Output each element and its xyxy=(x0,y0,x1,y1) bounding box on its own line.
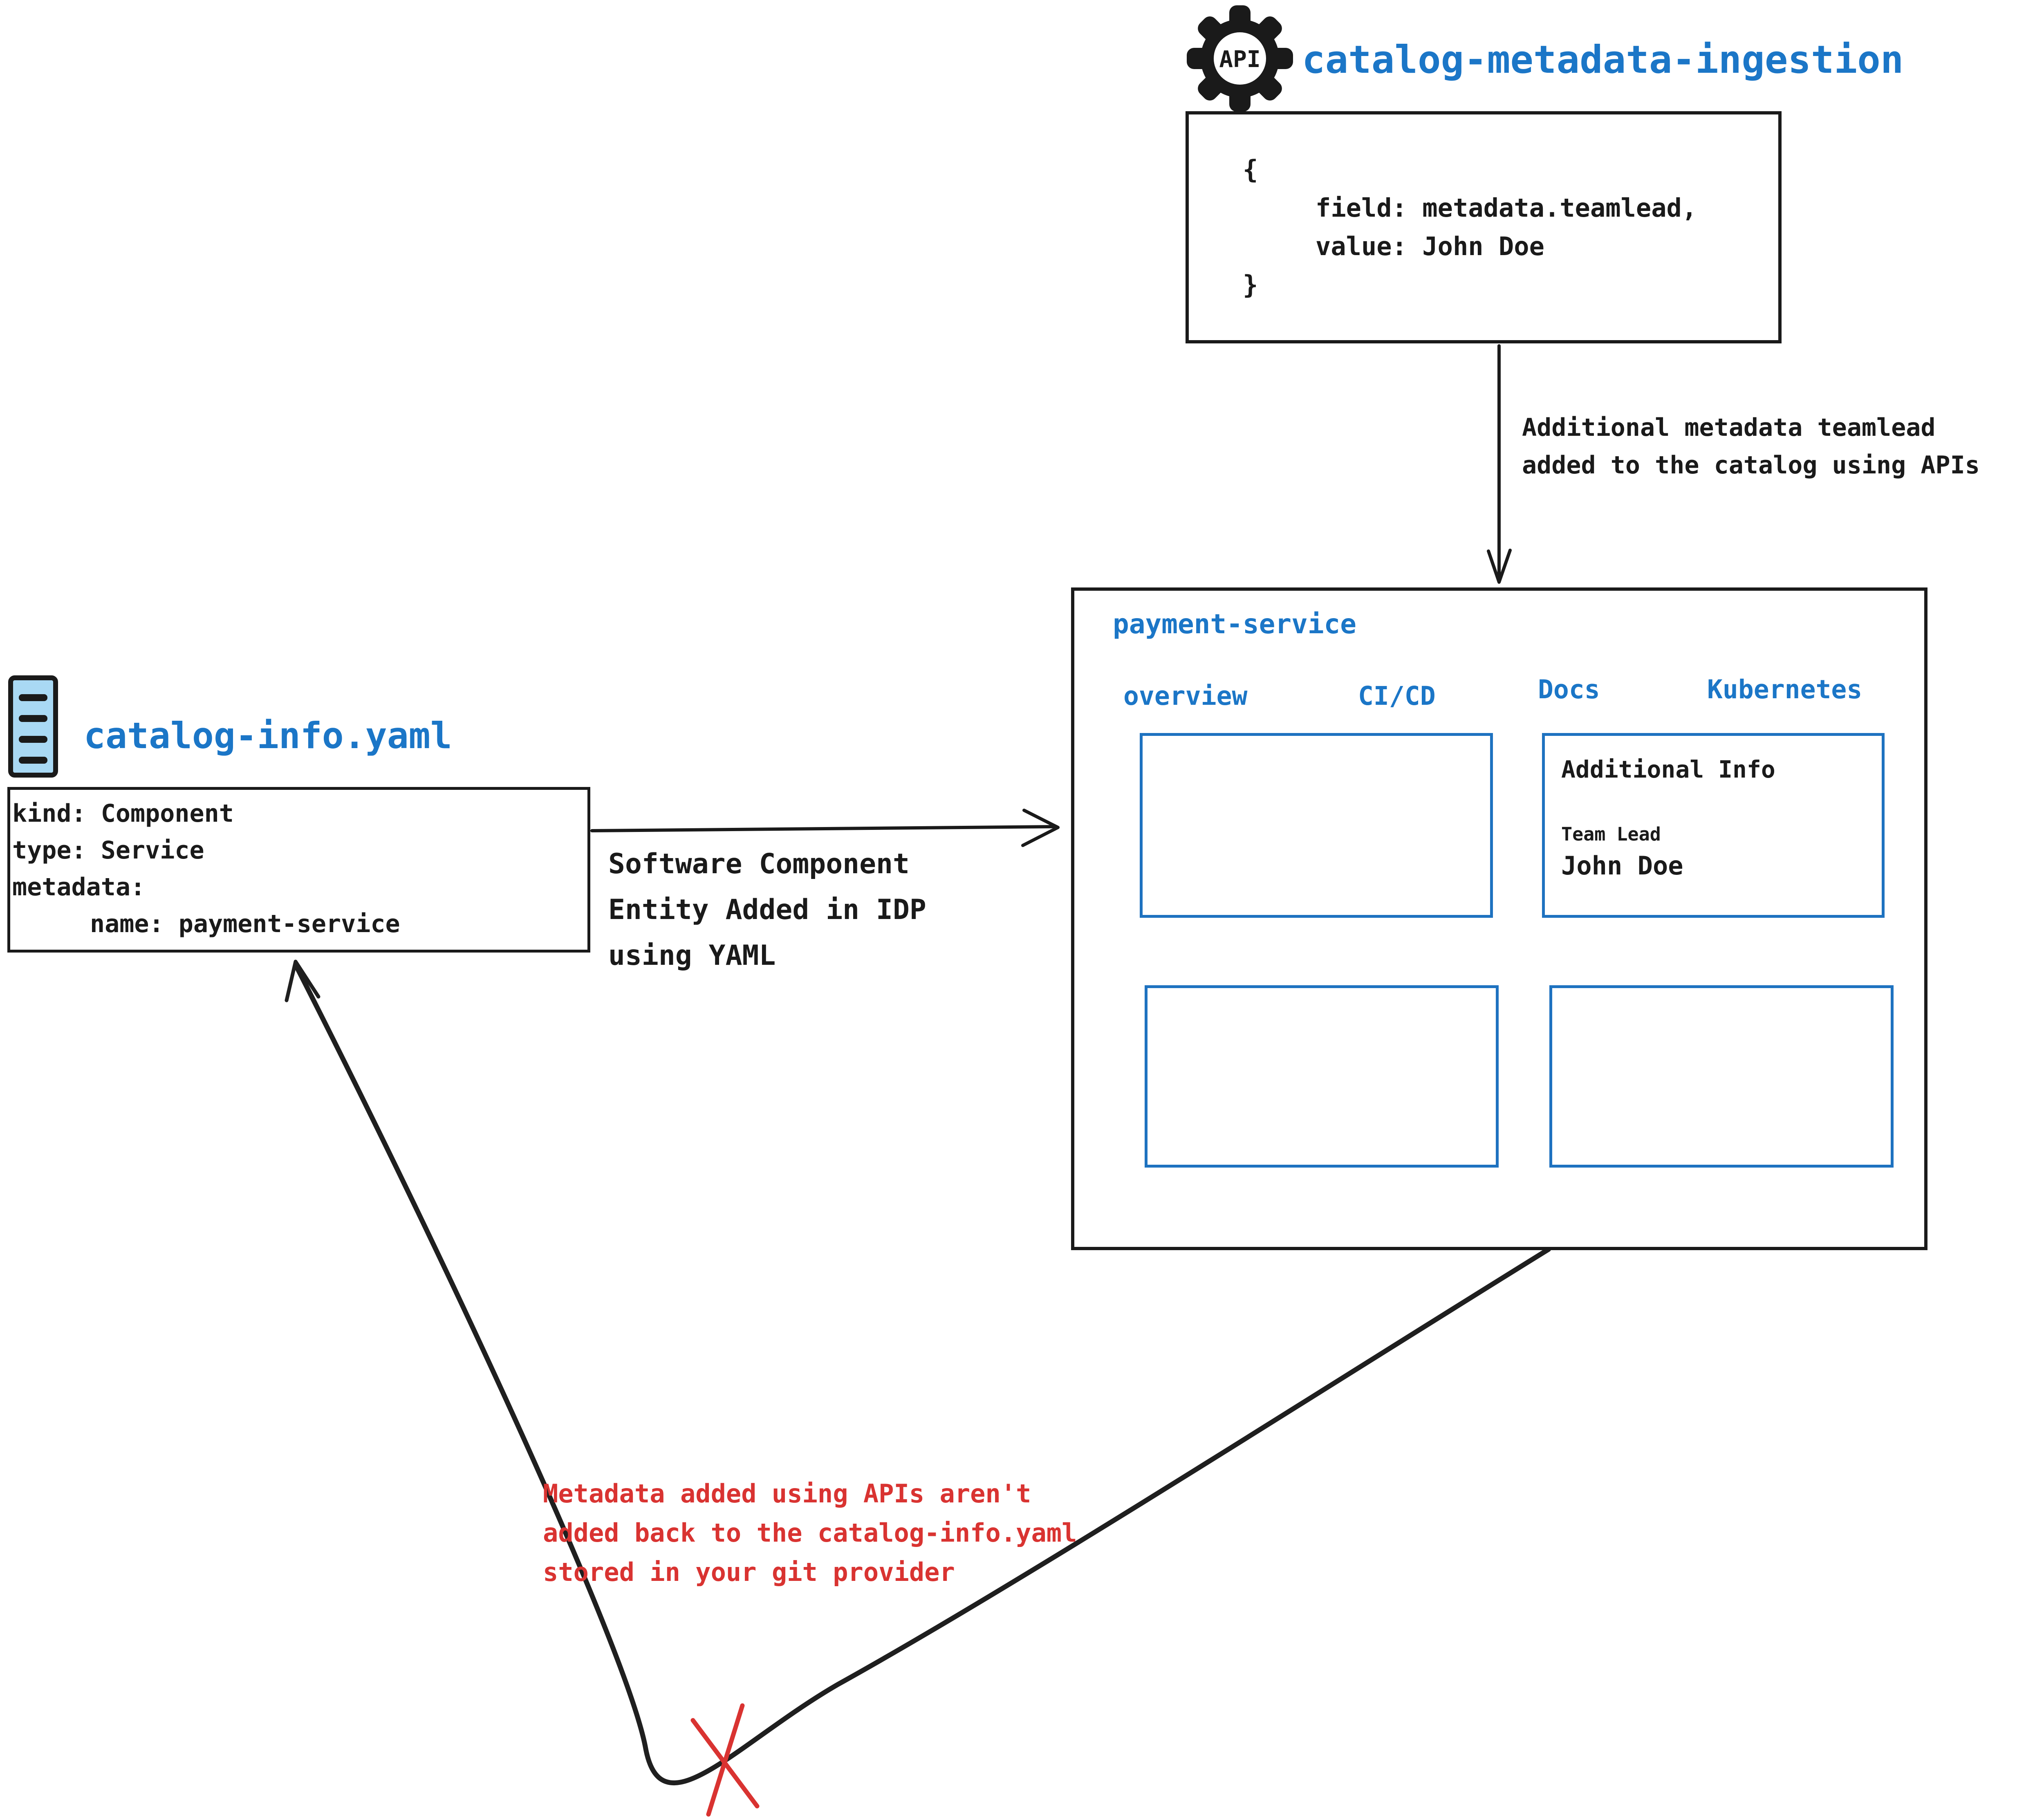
empty-panel-bottom-left xyxy=(1145,985,1499,1168)
ingest-arrow-label: Additional metadata teamlead added to th… xyxy=(1522,413,1980,480)
api-payload-box xyxy=(1186,111,1782,343)
api-gear-icon: API xyxy=(1187,5,1293,112)
code-line: field: metadata.teamlead, xyxy=(1316,193,1697,223)
feedback-curve-arrow xyxy=(285,959,1551,1786)
tab-cicd[interactable]: CI/CD xyxy=(1358,681,1436,711)
yaml-line: type: Service xyxy=(12,836,204,865)
code-line: { xyxy=(1243,155,1258,184)
yaml-content: kind: Component type: Service metadata: … xyxy=(12,795,400,942)
yaml-file-icon xyxy=(8,675,58,778)
overview-panel xyxy=(1140,733,1493,918)
api-metadata-warning: Metadata added using APIs aren't added b… xyxy=(543,1479,1077,1587)
team-lead-value: John Doe xyxy=(1561,851,1683,881)
api-service-title: catalog-metadata-ingestion xyxy=(1302,38,1904,82)
team-lead-label: Team Lead xyxy=(1561,823,1661,845)
tab-overview[interactable]: overview xyxy=(1123,681,1248,711)
api-payload-code: { field: metadata.teamlead, value: John … xyxy=(1243,150,1697,304)
idp-window-title: payment-service xyxy=(1113,608,1357,640)
api-gear-label: API xyxy=(1219,46,1260,73)
code-line: } xyxy=(1243,270,1258,300)
yaml-line: kind: Component xyxy=(12,799,234,828)
rejected-cross-icon xyxy=(690,1703,760,1817)
yaml-to-idp-arrow xyxy=(590,809,1060,847)
docs-panel: Additional Info Team Lead John Doe xyxy=(1542,733,1885,918)
empty-panel-bottom-right xyxy=(1549,985,1894,1168)
yaml-file-title: catalog-info.yaml xyxy=(84,715,452,757)
tab-kubernetes[interactable]: Kubernetes xyxy=(1707,675,1862,704)
yaml-line: metadata: xyxy=(12,873,146,901)
yaml-line: name: payment-service xyxy=(90,910,400,938)
tab-docs[interactable]: Docs xyxy=(1538,675,1600,704)
yaml-content-box xyxy=(7,787,590,953)
ingest-arrow xyxy=(1487,344,1512,584)
yaml-arrow-label: Software Component Entity Added in IDP u… xyxy=(608,848,926,972)
docs-panel-heading: Additional Info xyxy=(1561,755,1775,783)
code-line: value: John Doe xyxy=(1316,231,1544,261)
